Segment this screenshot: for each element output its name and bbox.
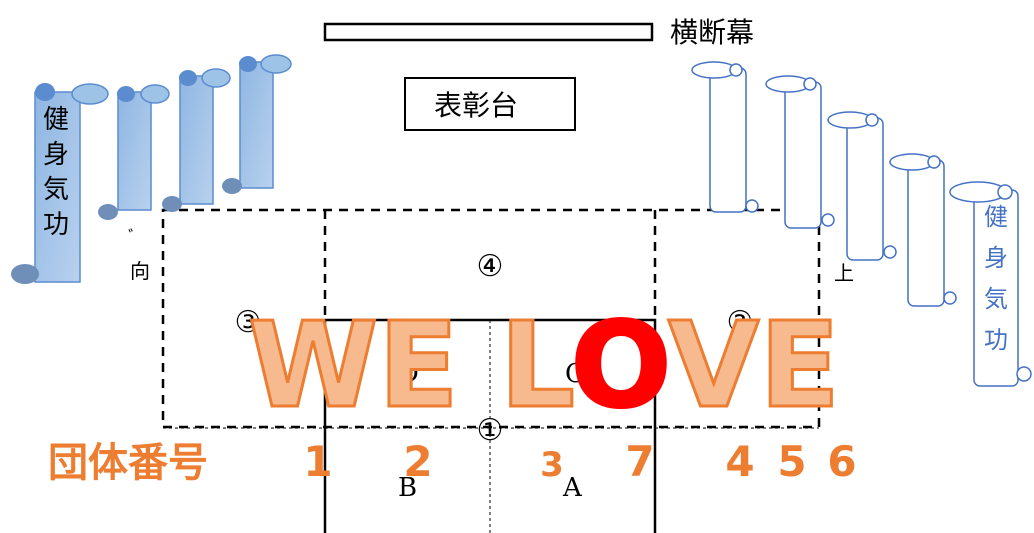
left-fragment-1: ﾞ [128,228,137,249]
court-label-c: C [565,359,585,389]
we-love-text: WE LOVE [248,296,840,434]
right-scroll-3 [827,111,897,261]
area-label-4: ④ [477,249,504,284]
left-scroll-char-4: 功 [43,210,69,240]
right-scroll-5 [949,181,1032,387]
banner-label: 横断幕 [670,16,754,49]
we-love-part-3: VE [668,296,840,434]
team-number-5: 5 [777,437,806,486]
team-number-1: 1 [303,437,332,486]
area-label-2: ② [727,305,754,340]
team-number-6: 6 [827,437,856,486]
right-scroll-char-4: 功 [984,326,1008,354]
team-number-3: 3 [540,445,564,485]
court-label-a: A [562,473,583,503]
right-scroll-1 [691,61,759,213]
team-number-7: 7 [625,437,654,486]
we-love-overlay: WE LOVE [247,295,842,436]
area-label-3: ③ [235,305,262,340]
right-fragment: 上 [834,261,854,285]
right-scroll-4 [889,153,957,307]
right-scroll-char-2: 身 [984,244,1008,272]
right-scroll-char-3: 気 [984,285,1008,313]
right-scroll-2 [765,75,835,229]
we-love-o: O [571,296,668,434]
team-number-4: 4 [725,437,754,486]
court-label-b: B [398,473,417,503]
left-scroll-char-3: 気 [43,175,69,205]
area-label-1: ① [477,413,504,448]
team-number-2: 2 [403,437,432,486]
left-scroll-4 [222,54,292,194]
left-scroll-char-1: 健 [43,105,69,135]
left-scroll-3 [162,68,231,212]
team-number-row: 団体番号 1 2 3 7 4 5 6 [48,437,857,486]
banner-rect [323,22,654,42]
dashed-area [161,208,821,429]
left-fragment-2: 向 [130,259,150,283]
we-love-part-1: WE L [248,296,572,434]
left-scroll-1: 健 身 気 功 [11,83,109,284]
court-dotted-lines [163,320,819,533]
left-scroll-2 [98,84,170,220]
podium-rect [404,77,576,131]
court-label-d: D [398,359,419,389]
right-scroll-char-1: 健 [984,203,1008,231]
podium-label: 表彰台 [434,89,518,122]
left-scroll-char-2: 身 [43,140,69,170]
team-number-title: 団体番号 [48,440,208,486]
right-scrolls [691,61,1032,387]
